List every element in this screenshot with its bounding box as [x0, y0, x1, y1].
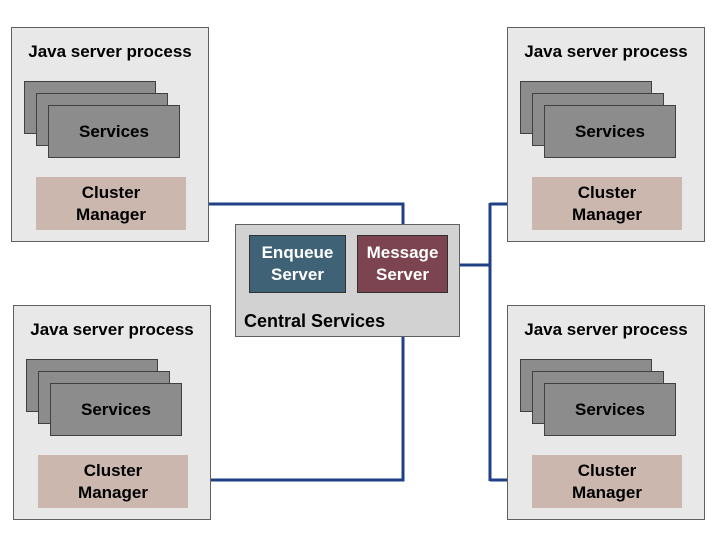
message-server-label: Message Server: [366, 243, 439, 284]
process-title: Java server process: [524, 320, 688, 339]
enqueue-server-label: Enqueue Server: [261, 243, 334, 284]
cluster-manager-label: Cluster Manager: [572, 460, 642, 502]
process-title: Java server process: [524, 42, 688, 61]
cluster-manager-box: Cluster Manager: [38, 455, 188, 508]
cluster-manager-box: Cluster Manager: [36, 177, 186, 230]
services-box: Services: [50, 383, 182, 436]
services-label: Services: [81, 399, 151, 419]
cluster-manager-box: Cluster Manager: [532, 455, 682, 508]
central-services-box: Enqueue Server Message Server Central Se…: [235, 224, 460, 337]
cluster-manager-label: Cluster Manager: [76, 182, 146, 224]
cluster-manager-label: Cluster Manager: [78, 460, 148, 502]
process-title: Java server process: [28, 42, 192, 61]
services-label: Services: [79, 121, 149, 141]
process-title: Java server process: [30, 320, 194, 339]
services-box: Services: [544, 383, 676, 436]
java-server-process-top-left: Java server process Services Cluster Man…: [11, 27, 209, 242]
java-server-process-top-right: Java server process Services Cluster Man…: [507, 27, 705, 242]
enqueue-server-box: Enqueue Server: [249, 235, 346, 293]
services-label: Services: [575, 399, 645, 419]
services-box: Services: [544, 105, 676, 158]
central-services-label: Central Services: [244, 311, 386, 331]
message-server-box: Message Server: [357, 235, 448, 293]
java-server-process-bottom-left: Java server process Services Cluster Man…: [13, 305, 211, 520]
services-box: Services: [48, 105, 180, 158]
connector-bottom-left: [188, 308, 405, 482]
services-label: Services: [575, 121, 645, 141]
cluster-manager-box: Cluster Manager: [532, 177, 682, 230]
cluster-manager-label: Cluster Manager: [572, 182, 642, 224]
java-server-process-bottom-right: Java server process Services Cluster Man…: [507, 305, 705, 520]
